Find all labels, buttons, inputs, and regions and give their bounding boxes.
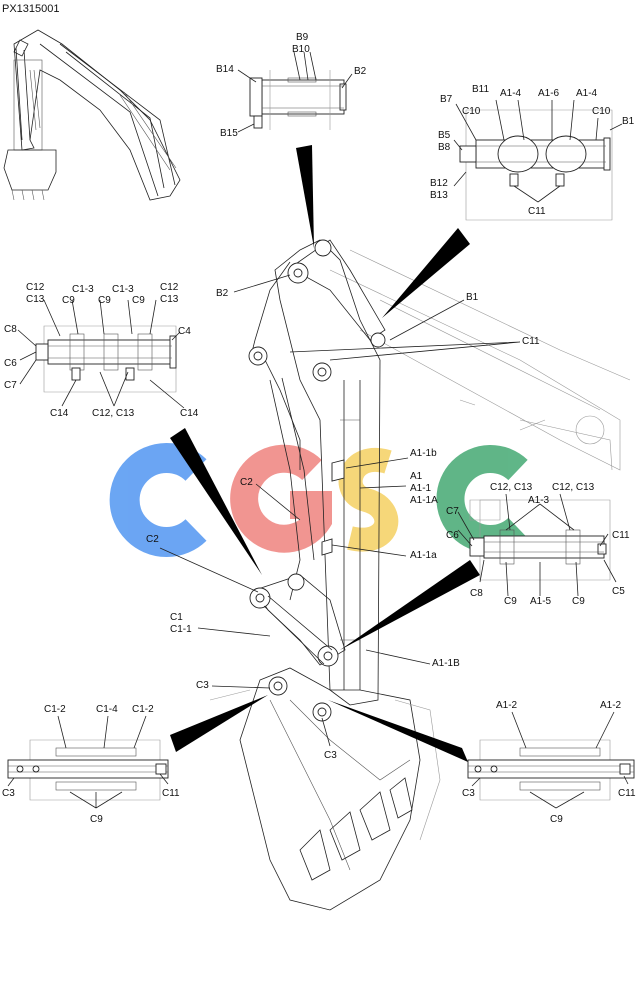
label-c9-rm-a: C9 [504, 596, 517, 607]
watermark-logo [109, 443, 528, 557]
label-c7-right: C7 [446, 506, 459, 517]
label-c3-bl: C3 [2, 788, 15, 799]
label-c1: C1 [170, 612, 183, 623]
label-c12-c13-left: C12, C13 [92, 408, 135, 419]
label-c8-left: C8 [4, 324, 17, 335]
label-c4: C4 [178, 326, 191, 337]
label-a1-6: A1-6 [538, 88, 560, 99]
main-leader-lines [159, 274, 521, 747]
label-b13: B13 [430, 190, 448, 201]
label-c9-c: C9 [132, 295, 145, 306]
label-b12: B12 [430, 178, 448, 189]
label-c13-b: C13 [160, 294, 179, 305]
label-c6-left: C6 [4, 358, 17, 369]
detail-right-mid [457, 493, 617, 597]
figure-reference: PX1315001 [2, 3, 60, 15]
label-c8-right: C8 [470, 588, 483, 599]
thumbnail-machine-arm [3, 29, 181, 201]
main-arm-assembly [209, 239, 631, 911]
label-c2-b: C2 [146, 534, 159, 545]
label-c11-main: C11 [522, 336, 540, 347]
label-a1: A1 [410, 471, 423, 482]
label-c1-4: C1-4 [96, 704, 118, 715]
label-c1-3-b: C1-3 [112, 284, 134, 295]
label-a1-4-b: A1-4 [576, 88, 598, 99]
label-b7: B7 [440, 94, 453, 105]
label-c13-a: C13 [26, 294, 45, 305]
label-c14-b: C14 [180, 408, 199, 419]
label-b1-top: B1 [622, 116, 635, 127]
label-a1-2-a: A1-2 [496, 700, 518, 711]
label-a1-1a-lower: A1-1a [410, 550, 437, 561]
label-b10: B10 [292, 44, 310, 55]
label-c1-2-b: C1-2 [132, 704, 154, 715]
label-c11-top: C11 [528, 206, 546, 217]
detail-top-pin [237, 51, 353, 133]
label-c1-2-a: C1-2 [44, 704, 66, 715]
label-c9-rm-b: C9 [572, 596, 585, 607]
detail-bottom-left [7, 715, 169, 809]
label-c1-1: C1-1 [170, 624, 192, 635]
detail-right-top [453, 99, 623, 221]
label-c3-a: C3 [196, 680, 209, 691]
detail-bottom-right [467, 711, 635, 809]
label-c6-right: C6 [446, 530, 459, 541]
label-c9-br: C9 [550, 814, 563, 825]
label-a1-3: A1-3 [528, 495, 550, 506]
label-c9-b: C9 [98, 295, 111, 306]
label-c12-c13-rm-a: C12, C13 [490, 482, 533, 493]
label-c2-a: C2 [240, 477, 253, 488]
label-a1-2-b: A1-2 [600, 700, 622, 711]
label-b1-main: B1 [466, 292, 479, 303]
label-b5: B5 [438, 130, 451, 141]
label-c10-a: C10 [462, 106, 481, 117]
label-a1-4-a: A1-4 [500, 88, 522, 99]
label-c12-b: C12 [160, 282, 179, 293]
label-b8: B8 [438, 142, 451, 153]
label-b2-top: B2 [354, 66, 367, 77]
label-c10-b: C10 [592, 106, 611, 117]
label-c1-3-a: C1-3 [72, 284, 94, 295]
label-c9-bl: C9 [90, 814, 103, 825]
label-b14: B14 [216, 64, 234, 75]
label-c12-c13-rm-b: C12, C13 [552, 482, 595, 493]
label-c9-a: C9 [62, 295, 75, 306]
label-b2-main: B2 [216, 288, 229, 299]
label-c5: C5 [612, 586, 625, 597]
label-c11-rm: C11 [612, 530, 630, 541]
label-a1-1b-upper: A1-1B [432, 658, 460, 669]
label-c7-left: C7 [4, 380, 17, 391]
label-c11-br: C11 [618, 788, 636, 799]
label-a1-1: A1-1 [410, 483, 432, 494]
label-b15: B15 [220, 128, 238, 139]
label-c3-br: C3 [462, 788, 475, 799]
label-c11-bl: C11 [162, 788, 180, 799]
label-b11: B11 [472, 84, 489, 95]
leader-wedges [170, 145, 480, 762]
callout-labels: B9 B10 B14 B2 B15 B11 A1-4 A1-6 A1-4 B7 … [2, 32, 636, 825]
label-c14-a: C14 [50, 408, 69, 419]
label-c12-a: C12 [26, 282, 45, 293]
label-c3-b: C3 [324, 750, 337, 761]
label-b9: B9 [296, 32, 309, 43]
label-a1-1a-upper: A1-1A [410, 495, 438, 506]
detail-left [17, 299, 185, 409]
label-a1-5: A1-5 [530, 596, 552, 607]
label-a1-1b: A1-1b [410, 448, 437, 459]
